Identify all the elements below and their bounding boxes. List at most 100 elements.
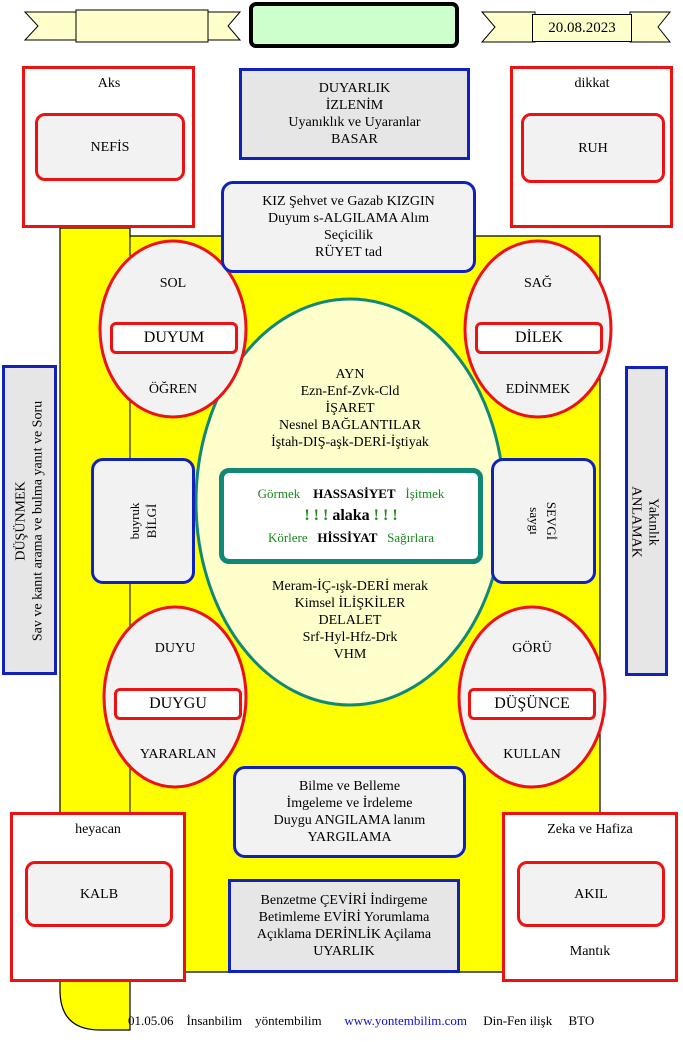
upper-box-line: Duyum s-ALGILAMA Alım (268, 211, 429, 226)
center-line: Kimsel İLİŞKİLER (294, 596, 406, 611)
footer-url-link[interactable]: www.yontembilim.com (344, 1013, 467, 1028)
upper-box-line: RÜYET tad (314, 245, 382, 260)
side-box-left-line1: buyruk (127, 502, 142, 540)
lower-box-line: YARGILAMA (307, 830, 392, 845)
side-box-right: SEVGİ saygı (491, 458, 596, 584)
oval-top-right-inner: DİLEK (475, 322, 603, 354)
core-alaka: alaka (332, 507, 370, 524)
inner-box-nefis: NEFİS (35, 113, 185, 181)
center-lower-text: Meram-İÇ-ışk-DERİ merak Kimsel İLİŞKİLER… (210, 578, 490, 663)
core-row-3: Körlere HİSSİYAT Sağırlara (268, 527, 434, 549)
footer-date: 01.05.06 (128, 1013, 174, 1028)
oval-top-right-bottom: EDİNMEK (505, 382, 571, 397)
oval-bottom-left-inner: DUYGU (114, 688, 242, 720)
corner-top-right: dikkat RUH (510, 66, 673, 228)
top-center-frame (249, 2, 459, 48)
core-gormek: Görmek (257, 486, 301, 501)
inner-label: AKIL (574, 886, 608, 902)
corner-label: heyacan (75, 822, 121, 837)
inner-label: DİLEK (515, 329, 563, 346)
side-box-right-line1: SEVGİ (544, 501, 559, 541)
lower-box-line: Bilme ve Belleme (298, 779, 401, 794)
corner-sub: Mantık (569, 944, 611, 959)
center-line: İŞARET (325, 401, 375, 416)
corner-label: Aks (97, 76, 121, 91)
footer-name2: yöntembilim (255, 1013, 322, 1028)
bottom-box: Benzetme ÇEVİRİ İndirgeme Betimleme EVİR… (228, 879, 460, 973)
footer-name1: İnsanbilim (186, 1013, 243, 1028)
top-box-line: BASAR (331, 132, 378, 147)
corner-label: Zeka ve Hafiza (547, 822, 633, 837)
upper-box-line: Seçicilik (324, 228, 373, 243)
bottom-box-line: Benzetme ÇEVİRİ İndirgeme (260, 893, 428, 908)
center-line: DELALET (318, 613, 382, 628)
inner-label: KALB (79, 886, 119, 902)
right-banner (480, 11, 536, 43)
core-sagirlara: Sağırlara (387, 530, 435, 545)
left-banner (23, 11, 81, 41)
oval-top-right-top: SAĞ (523, 276, 552, 291)
core-hassasiyet: HASSASİYET (313, 486, 396, 501)
inner-box-akil: AKIL (517, 861, 665, 927)
lower-box: Bilme ve Belleme İmgeleme ve İrdeleme Du… (233, 766, 466, 858)
footer-tag: Din-Fen ilişk (483, 1013, 553, 1028)
corner-top-left: Aks NEFİS (22, 66, 195, 228)
top-box: DUYARLIK İZLENİM Uyanıklık ve Uyaranlar … (239, 68, 470, 160)
side-panel-left: DÜŞÜNMEK Sav ve kanıt arama ve bulma yan… (2, 365, 57, 675)
inner-label: DÜŞÜNCE (494, 695, 570, 712)
inner-label: DUYGU (149, 695, 207, 712)
oval-bottom-right-top: GÖRÜ (512, 641, 552, 656)
core-marks-left: ! ! ! (304, 507, 329, 524)
center-line: VHM (333, 647, 367, 662)
footer-code: BTO (568, 1013, 595, 1028)
side-box-left: buyruk BİLGİ (91, 458, 195, 584)
center-line: Ezn-Enf-Zvk-Cld (300, 384, 400, 399)
top-box-line: DUYARLIK (318, 81, 391, 96)
core-isitmek: İşitmek (405, 486, 445, 501)
center-line: Nesnel BAĞLANTILAR (279, 418, 421, 433)
header-date-box: 20.08.2023 (532, 14, 632, 42)
bottom-box-line: Betimleme EVİRİ Yorumlama (258, 910, 430, 925)
oval-bottom-right-inner: DÜŞÜNCE (468, 688, 596, 720)
side-box-left-line2: BİLGİ (144, 503, 159, 539)
side-panel-right: Yakınlık ANLAMAK (625, 366, 668, 676)
center-upper-text: AYN Ezn-Enf-Zvk-Cld İŞARET Nesnel BAĞLAN… (210, 366, 490, 451)
core-korlere: Körlere (267, 530, 308, 545)
inner-box-ruh: RUH (521, 113, 665, 183)
core-row-2: ! ! ! alaka ! ! ! (304, 505, 397, 527)
center-line: Srf-Hyl-Hfz-Drk (302, 630, 398, 645)
center-line: Meram-İÇ-ışk-DERİ merak (272, 579, 428, 594)
footer: 01.05.06 İnsanbilim yöntembilim www.yont… (128, 1012, 668, 1030)
center-core-box: Görmek HASSASİYET İşitmek ! ! ! alaka ! … (219, 468, 483, 564)
oval-top-left-top: SOL (159, 276, 187, 291)
corner-bottom-left: heyacan KALB (10, 812, 186, 982)
side-box-right-line2: saygı (527, 507, 542, 535)
corner-bottom-right: Zeka ve Hafiza AKIL Mantık (502, 812, 678, 982)
inner-label: RUH (578, 140, 608, 156)
inner-box-kalb: KALB (25, 861, 173, 927)
oval-bottom-left-top: DUYU (154, 641, 196, 656)
oval-bottom-right-bottom: KULLAN (503, 747, 561, 762)
side-panel-right-line2: ANLAMAK (628, 486, 644, 558)
oval-top-left-inner: DUYUM (110, 322, 238, 354)
center-line: İştah-DIŞ-aşk-DERİ-İştiyak (271, 435, 429, 450)
header-date: 20.08.2023 (548, 19, 616, 36)
bottom-box-line: UYARLIK (313, 944, 375, 959)
corner-label: dikkat (574, 76, 610, 91)
inner-label: NEFİS (90, 139, 130, 155)
bottom-box-line: Açıklama DERİNLİK Açilama (256, 927, 432, 942)
inner-label: DUYUM (143, 329, 205, 346)
oval-bottom-left-bottom: YARARLAN (139, 747, 217, 762)
upper-box-line: KIZ Şehvet ve Gazab KIZGIN (262, 194, 435, 209)
side-panel-left-line2: Sav ve kanıt arama ve bulma yanıt ve Sor… (30, 400, 46, 642)
core-marks-right: ! ! ! (373, 507, 398, 524)
core-row-1: Görmek HASSASİYET İşitmek (258, 483, 445, 505)
center-line: AYN (335, 367, 365, 382)
top-box-line: Uyanıklık ve Uyaranlar (288, 115, 421, 130)
lower-box-line: Duygu ANGILAMA lanım (273, 813, 426, 828)
side-panel-left-line1: DÜŞÜNMEK (13, 481, 29, 561)
upper-box: KIZ Şehvet ve Gazab KIZGIN Duyum s-ALGIL… (221, 181, 476, 273)
core-hissiyat: HİSSİYAT (317, 530, 378, 545)
side-panel-right-line1: Yakınlık (645, 498, 661, 546)
oval-top-left-bottom: ÖĞREN (148, 382, 198, 397)
